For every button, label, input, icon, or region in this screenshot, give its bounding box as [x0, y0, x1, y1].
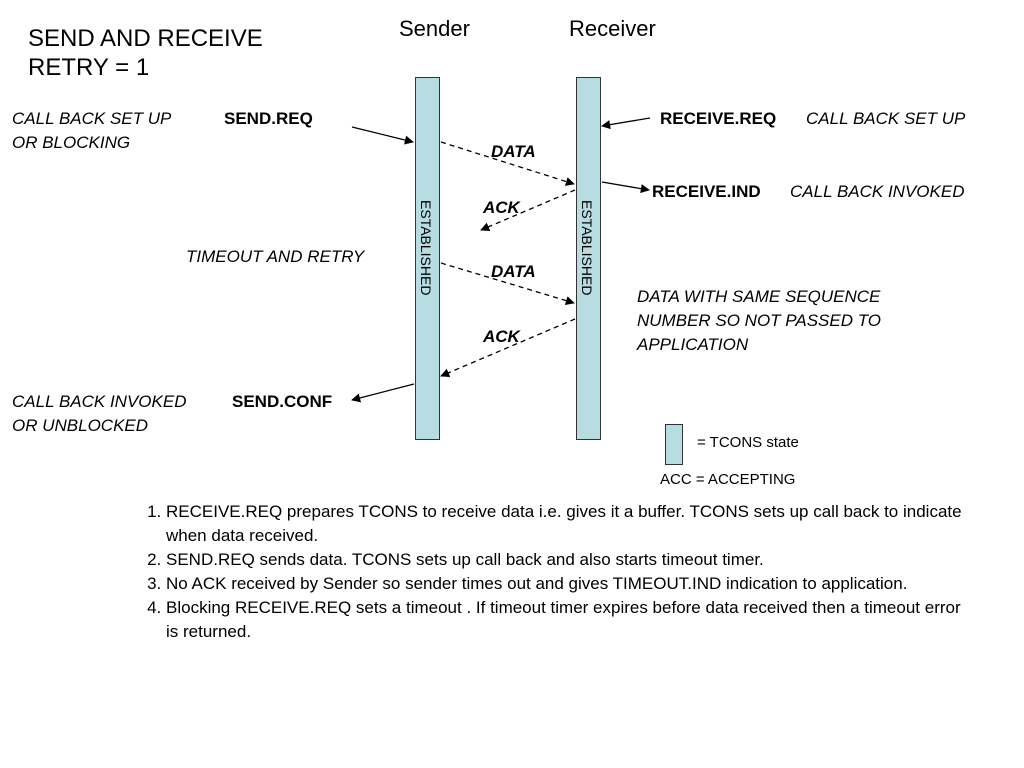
diagram-title: SEND AND RECEIVE RETRY = 1 — [28, 24, 263, 82]
receiver-state-bar — [576, 77, 601, 440]
ack-message-2: ACK — [483, 327, 520, 346]
data-message-1: DATA — [491, 142, 536, 161]
timeout-retry-label: TIMEOUT AND RETRY — [186, 247, 365, 266]
receive-req-label: RECEIVE.REQ — [660, 109, 777, 128]
duplicate-note-line-2: NUMBER SO NOT PASSED TO — [637, 311, 882, 330]
sender-heading: Sender — [399, 16, 470, 41]
note-item: Blocking RECEIVE.REQ sets a timeout . If… — [166, 596, 966, 644]
receive-req-arrow — [601, 117, 651, 130]
legend-state-swatch — [665, 424, 683, 465]
title-line-1: SEND AND RECEIVE — [28, 25, 263, 52]
callback-invoked-note: CALL BACK INVOKED OR UNBLOCKED — [12, 390, 186, 438]
legend-acc-text: ACC = ACCEPTING — [660, 471, 796, 488]
receive-req-note: CALL BACK SET UP — [806, 109, 966, 128]
sender-state-bar — [415, 77, 440, 440]
duplicate-data-note: DATA WITH SAME SEQUENCE NUMBER SO NOT PA… — [637, 285, 881, 357]
receive-ind-arrow — [601, 181, 650, 194]
receiver-heading: Receiver — [569, 16, 656, 41]
callback-setup-line-1: CALL BACK SET UP — [12, 109, 172, 128]
ack-message-1: ACK — [483, 198, 520, 217]
note-item: SEND.REQ sends data. TCONS sets up call … — [166, 548, 966, 572]
ack-arrow-2 — [440, 318, 576, 377]
sender-state-label: ESTABLISHED — [418, 200, 434, 296]
send-conf-label: SEND.CONF — [232, 392, 333, 411]
send-req-label: SEND.REQ — [224, 109, 313, 128]
note-item: No ACK received by Sender so sender time… — [166, 572, 966, 596]
callback-invoked-line-2: OR UNBLOCKED — [12, 416, 149, 435]
notes-list: RECEIVE.REQ prepares TCONS to receive da… — [126, 500, 966, 644]
receiver-state-label: ESTABLISHED — [579, 200, 595, 296]
callback-setup-line-2: OR BLOCKING — [12, 133, 131, 152]
callback-invoked-line-1: CALL BACK INVOKED — [12, 392, 187, 411]
note-item: RECEIVE.REQ prepares TCONS to receive da… — [166, 500, 966, 548]
duplicate-note-line-1: DATA WITH SAME SEQUENCE — [637, 287, 881, 306]
receive-ind-note: CALL BACK INVOKED — [790, 182, 965, 201]
duplicate-note-line-3: APPLICATION — [637, 335, 749, 354]
send-conf-arrow — [351, 383, 415, 403]
legend-state-text: = TCONS state — [697, 434, 799, 451]
callback-setup-note: CALL BACK SET UP OR BLOCKING — [12, 107, 171, 155]
data-message-2: DATA — [491, 262, 536, 281]
title-line-2: RETRY = 1 — [28, 54, 150, 81]
receive-ind-label: RECEIVE.IND — [652, 182, 761, 201]
send-req-arrow — [351, 126, 414, 145]
ack-arrow-1 — [480, 189, 576, 231]
